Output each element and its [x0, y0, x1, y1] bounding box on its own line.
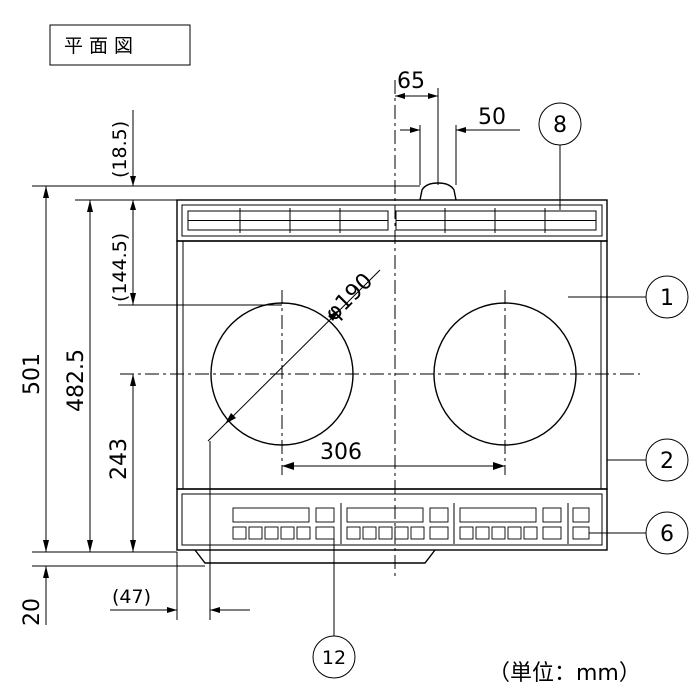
drawing-title: 平面図 — [64, 35, 139, 57]
top-dimensions: 65 50 — [395, 69, 520, 185]
diameter-dimension: φ190 — [207, 269, 381, 442]
center-lines — [120, 80, 640, 580]
dim-50: 50 — [478, 105, 506, 130]
dim-diameter: φ190 — [321, 269, 379, 327]
control-buttons — [232, 503, 590, 544]
unit-label: （単位：mm） — [488, 661, 641, 686]
callout-8: 8 — [538, 102, 582, 210]
dim-47: (47) — [112, 586, 151, 608]
control-group-main — [567, 503, 590, 544]
svg-text:2: 2 — [660, 449, 674, 474]
title-box: 平面図 — [49, 24, 191, 66]
dim-501: 501 — [20, 353, 45, 395]
left-dimensions: 501 482.5 (18.5) (144.5) 243 20 — [20, 110, 420, 626]
svg-text:6: 6 — [660, 522, 674, 547]
callout-1: 1 — [568, 275, 689, 319]
callout-2: 2 — [607, 438, 689, 482]
control-panel — [176, 488, 608, 551]
dim-20: 20 — [20, 598, 45, 626]
control-group-right — [459, 507, 562, 540]
callout-12: 12 — [312, 539, 356, 679]
dim-18-5: (18.5) — [109, 121, 131, 178]
control-group-center — [346, 507, 449, 540]
callout-6: 6 — [589, 511, 689, 555]
cooktop-body — [176, 182, 608, 564]
svg-text:12: 12 — [322, 647, 346, 669]
dim-65: 65 — [397, 69, 425, 94]
offset-dimension: (47) — [110, 441, 250, 620]
top-plate — [176, 240, 608, 490]
dim-243: 243 — [107, 438, 132, 480]
dim-306: 306 — [320, 440, 362, 465]
dim-482-5: 482.5 — [64, 349, 89, 412]
svg-text:8: 8 — [553, 113, 567, 138]
svg-text:1: 1 — [660, 286, 674, 311]
dim-144-5: (144.5) — [109, 233, 131, 302]
burner-spacing-dimension: 306 — [282, 440, 505, 470]
control-group-left — [232, 507, 335, 540]
